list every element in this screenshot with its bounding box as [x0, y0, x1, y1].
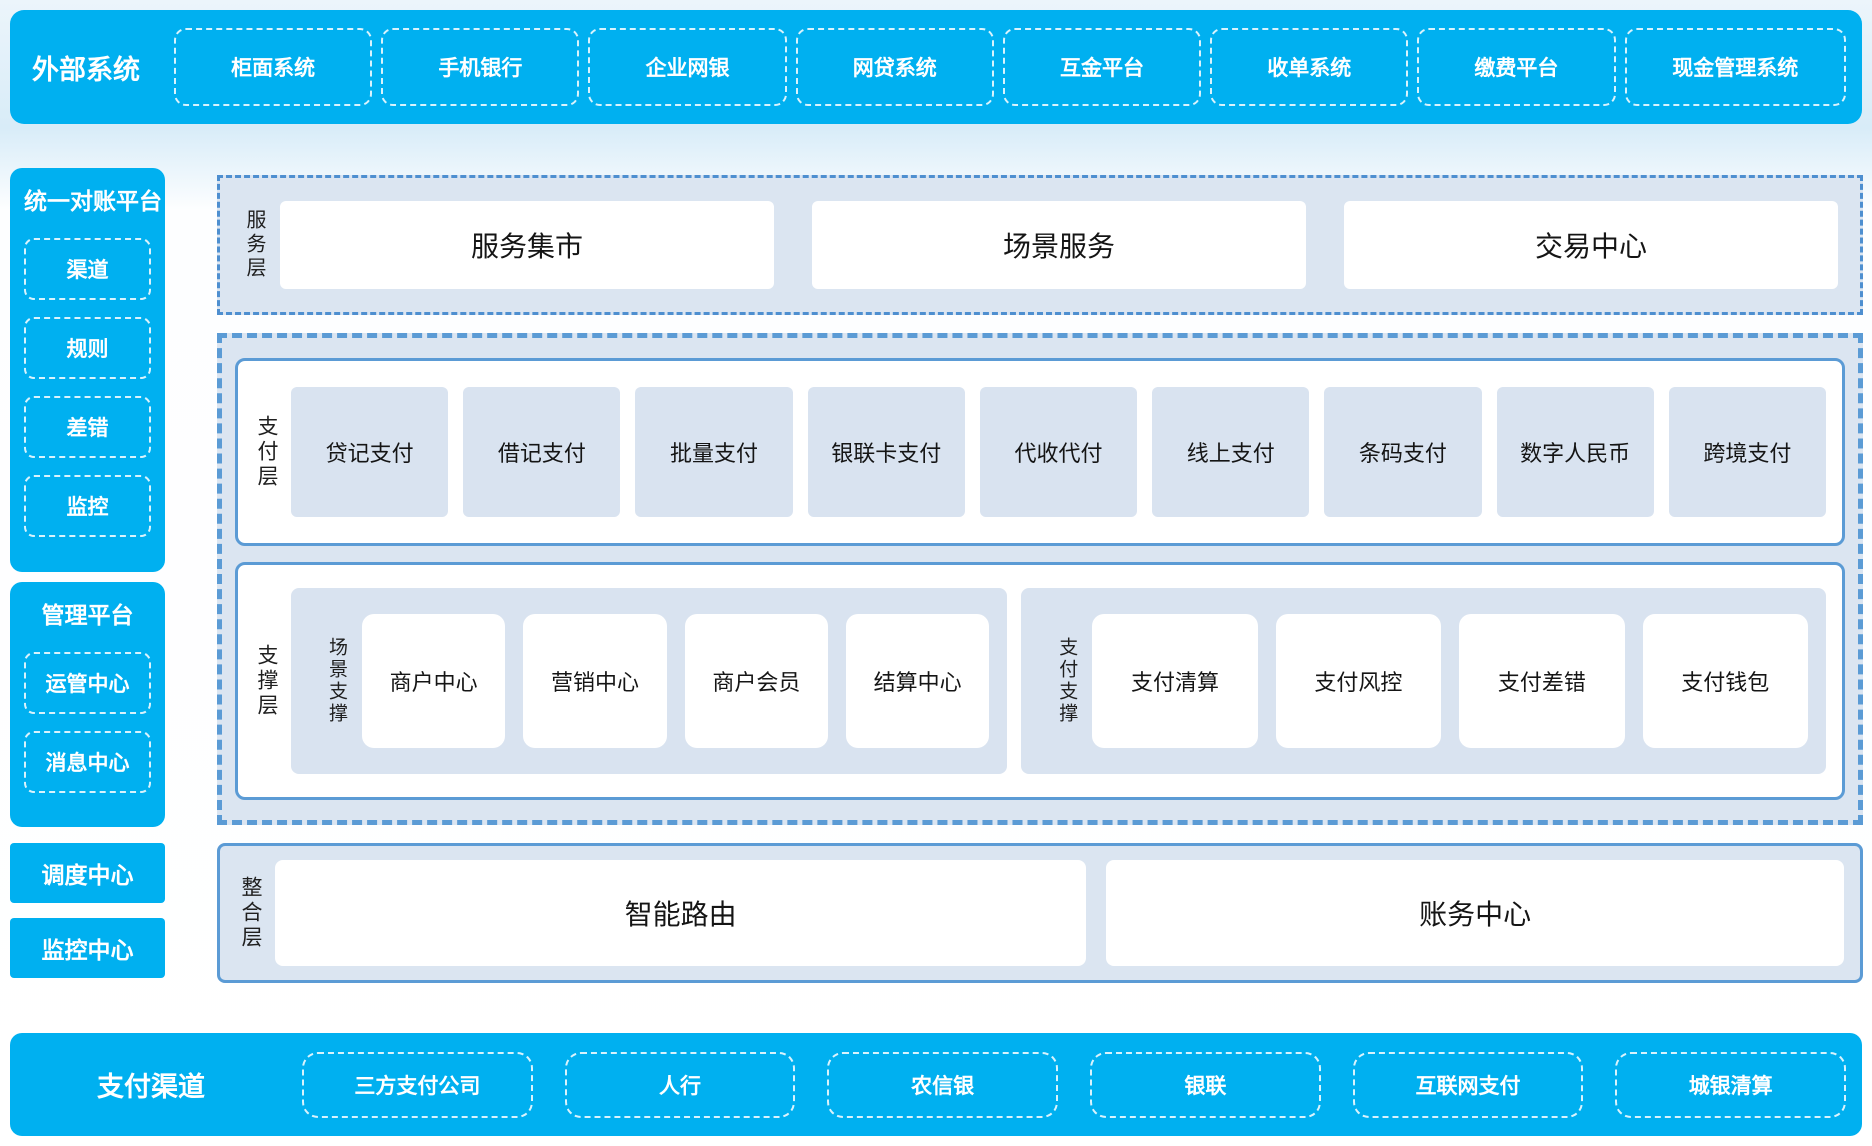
integration-layer-label: 整合层	[240, 876, 261, 951]
reconciliation-item: 规则	[24, 317, 151, 379]
integration-item: 账务中心	[1106, 860, 1844, 966]
management-platform-title: 管理平台	[24, 596, 151, 630]
reconciliation-item: 监控	[24, 475, 151, 537]
scene-support-label: 场景支撑	[327, 637, 346, 725]
payment-layer: 支付层 贷记支付 借记支付 批量支付 银联卡支付 代收代付 线上支付 条码支付 …	[235, 358, 1845, 546]
payment-channel-item: 农信银	[827, 1052, 1058, 1118]
integration-layer: 整合层 智能路由 账务中心	[217, 843, 1863, 983]
external-systems-items: 柜面系统 手机银行 企业网银 网贷系统 互金平台 收单系统 缴费平台 现金管理系…	[174, 10, 1846, 124]
external-system-item: 现金管理系统	[1625, 28, 1847, 106]
payment-layer-label: 支付层	[256, 415, 277, 490]
service-item: 服务集市	[280, 201, 774, 289]
core-layers-container: 支付层 贷记支付 借记支付 批量支付 银联卡支付 代收代付 线上支付 条码支付 …	[217, 333, 1863, 825]
payment-support-items: 支付清算 支付风控 支付差错 支付钱包	[1092, 614, 1808, 748]
payment-channel-item: 互联网支付	[1353, 1052, 1584, 1118]
external-system-item: 互金平台	[1003, 28, 1201, 106]
reconciliation-item: 差错	[24, 396, 151, 458]
support-item: 支付风控	[1276, 614, 1441, 748]
support-item: 商户会员	[685, 614, 828, 748]
payment-item: 条码支付	[1324, 387, 1481, 517]
external-systems-title: 外部系统	[26, 48, 164, 87]
integration-item: 智能路由	[275, 860, 1086, 966]
support-layer: 支撑层 场景支撑 商户中心 营销中心 商户会员 结算中心 支付支撑 支付清算 支…	[235, 562, 1845, 800]
monitor-center-box: 监控中心	[10, 918, 165, 978]
payment-channel-item: 人行	[565, 1052, 796, 1118]
payment-channel-item: 三方支付公司	[302, 1052, 533, 1118]
support-item: 支付钱包	[1643, 614, 1808, 748]
payment-channel-item: 银联	[1090, 1052, 1321, 1118]
payment-channels-items: 三方支付公司 人行 农信银 银联 互联网支付 城银清算	[302, 1033, 1846, 1136]
reconciliation-platform-title: 统一对账平台	[24, 182, 151, 216]
support-layer-label: 支撑层	[256, 644, 277, 719]
service-layer: 服务层 服务集市 场景服务 交易中心	[217, 175, 1863, 315]
reconciliation-platform-panel: 统一对账平台 渠道 规则 差错 监控	[10, 168, 165, 572]
service-item: 交易中心	[1344, 201, 1838, 289]
service-item: 场景服务	[812, 201, 1306, 289]
payment-item: 批量支付	[635, 387, 792, 517]
support-item: 支付差错	[1459, 614, 1624, 748]
external-system-item: 缴费平台	[1417, 28, 1615, 106]
payment-item: 线上支付	[1152, 387, 1309, 517]
external-system-item: 收单系统	[1210, 28, 1408, 106]
management-item: 运管中心	[24, 652, 151, 714]
payment-item: 代收代付	[980, 387, 1137, 517]
reconciliation-item: 渠道	[24, 238, 151, 300]
support-layer-groups: 场景支撑 商户中心 营销中心 商户会员 结算中心 支付支撑 支付清算 支付风控 …	[291, 588, 1826, 774]
management-item: 消息中心	[24, 731, 151, 793]
payment-item: 跨境支付	[1669, 387, 1826, 517]
service-layer-items: 服务集市 场景服务 交易中心	[280, 201, 1838, 289]
integration-layer-items: 智能路由 账务中心	[275, 860, 1844, 966]
payment-support-group: 支付支撑 支付清算 支付风控 支付差错 支付钱包	[1021, 588, 1826, 774]
payment-item: 数字人民币	[1497, 387, 1654, 517]
support-item: 商户中心	[362, 614, 505, 748]
payment-item: 银联卡支付	[808, 387, 965, 517]
management-platform-items: 运管中心 消息中心	[24, 652, 151, 793]
management-platform-panel: 管理平台 运管中心 消息中心	[10, 582, 165, 827]
support-item: 支付清算	[1092, 614, 1257, 748]
support-item: 结算中心	[846, 614, 989, 748]
payment-support-label: 支付支撑	[1057, 637, 1076, 725]
payment-layer-items: 贷记支付 借记支付 批量支付 银联卡支付 代收代付 线上支付 条码支付 数字人民…	[291, 387, 1826, 517]
payment-item: 借记支付	[463, 387, 620, 517]
scene-support-group: 场景支撑 商户中心 营销中心 商户会员 结算中心	[291, 588, 1007, 774]
service-layer-label: 服务层	[244, 209, 264, 281]
dispatch-center-box: 调度中心	[10, 843, 165, 903]
external-system-item: 柜面系统	[174, 28, 372, 106]
payment-channels-title: 支付渠道	[26, 1065, 276, 1104]
external-system-item: 手机银行	[381, 28, 579, 106]
reconciliation-platform-items: 渠道 规则 差错 监控	[24, 238, 151, 537]
support-item: 营销中心	[523, 614, 666, 748]
payment-channel-item: 城银清算	[1615, 1052, 1846, 1118]
external-systems-bar: 外部系统 柜面系统 手机银行 企业网银 网贷系统 互金平台 收单系统 缴费平台 …	[10, 10, 1862, 124]
scene-support-items: 商户中心 营销中心 商户会员 结算中心	[362, 614, 989, 748]
payment-channels-bar: 支付渠道 三方支付公司 人行 农信银 银联 互联网支付 城银清算	[10, 1033, 1862, 1136]
external-system-item: 网贷系统	[796, 28, 994, 106]
payment-item: 贷记支付	[291, 387, 448, 517]
external-system-item: 企业网银	[588, 28, 786, 106]
